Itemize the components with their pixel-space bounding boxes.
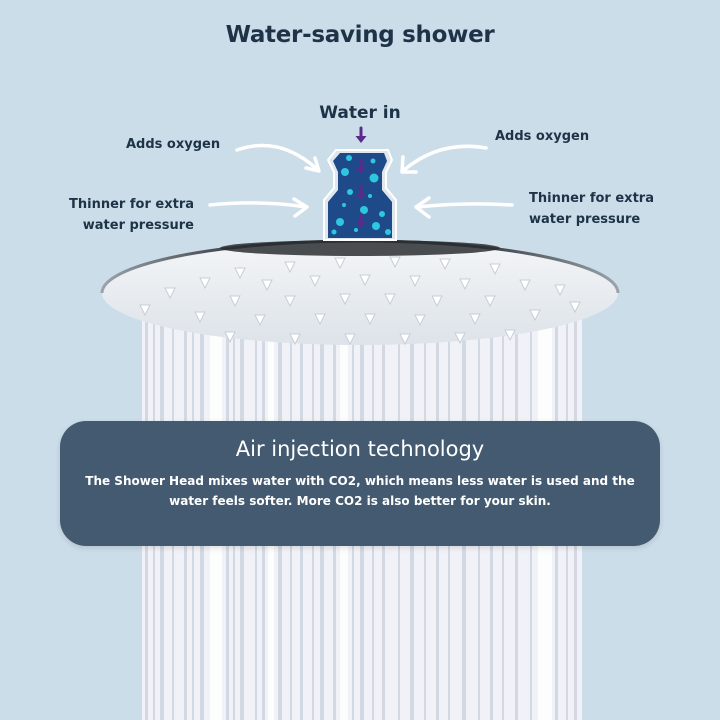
- callout-adds-oxygen-right: Adds oxygen: [495, 129, 590, 144]
- callout-line: water pressure: [82, 218, 194, 233]
- callout-line: Thinner for extra: [69, 197, 194, 212]
- callout-thinner-right: Thinner for extra water pressure: [529, 188, 659, 230]
- callout-adds-oxygen-left: Adds oxygen: [126, 137, 221, 152]
- info-title: Air injection technology: [235, 437, 485, 461]
- info-box: Air injection technology The Shower Head…: [60, 421, 660, 546]
- shower-head-icon: [100, 239, 620, 346]
- curved-arrow-icon: [208, 143, 514, 219]
- water-in-label: Water in: [319, 103, 401, 123]
- water-connector-icon: [323, 149, 397, 241]
- info-body: The Shower Head mixes water with CO2, wh…: [85, 474, 635, 508]
- callout-line: Thinner for extra: [529, 191, 654, 206]
- callout-thinner-left: Thinner for extra water pressure: [66, 194, 194, 236]
- page-title: Water-saving shower: [225, 22, 495, 48]
- arrow-down-icon: [355, 126, 367, 143]
- callout-line: water pressure: [529, 212, 641, 227]
